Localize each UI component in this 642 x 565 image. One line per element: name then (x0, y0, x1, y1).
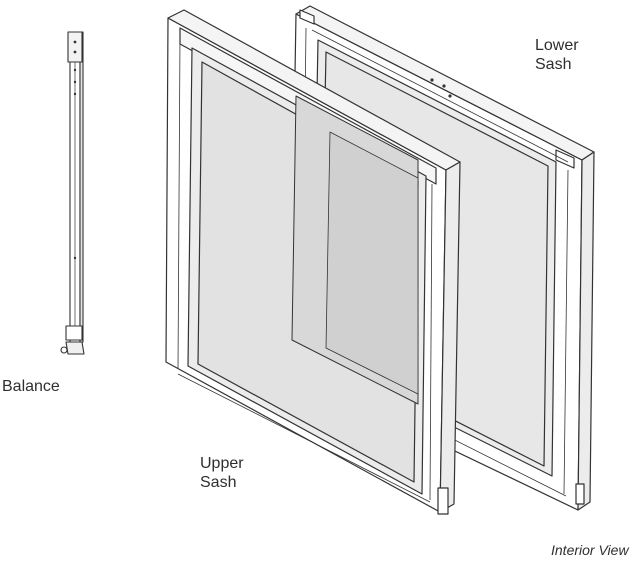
lower-sash-clip (575, 483, 585, 505)
lower-sash-label: Lower Sash (535, 36, 579, 74)
upper-sash-label-line-1: Upper (200, 455, 244, 472)
upper-sash-clip (437, 487, 449, 515)
upper-sash-right-edge (439, 161, 461, 513)
lower-sash-label-line-2: Sash (535, 56, 572, 73)
balance-hole-1 (73, 40, 77, 44)
balance-hole-2 (73, 50, 77, 54)
balance-hole-5 (73, 92, 77, 96)
balance-top-cap (67, 31, 83, 63)
lower-sash-label-line-1: Lower (535, 37, 579, 54)
lower-sash-top-left-notch (299, 9, 315, 25)
balance-pivot (60, 346, 68, 354)
balance (60, 31, 85, 355)
balance-shoe (65, 325, 83, 341)
lower-sash-right-edge (577, 151, 595, 511)
lower-sash-hole-3 (448, 94, 452, 98)
balance-label: Balance (2, 378, 60, 395)
lower-sash-hole-1 (430, 78, 434, 82)
balance-hole-4 (73, 80, 77, 84)
upper-sash-stile-line-right (429, 183, 433, 501)
lower-sash-top-right-notch (555, 149, 575, 169)
lower-sash-stile-line-right (563, 169, 569, 495)
upper-sash-bottom-rail-line (177, 373, 431, 503)
upper-sash-label-line-2: Sash (200, 474, 237, 491)
lower-sash-hole-2 (442, 84, 446, 88)
lower-sash-rail-line-top (311, 29, 569, 163)
view-label: Interior View (551, 542, 629, 558)
balance-side (79, 31, 84, 343)
balance-cam (65, 341, 85, 355)
upper-sash-stile-line-left (177, 35, 181, 369)
upper-sash (165, 9, 461, 515)
balance-hole-6 (73, 256, 77, 260)
lower-sash-visible-through-inner (325, 131, 419, 395)
upper-sash-label: Upper Sash (200, 454, 244, 492)
balance-hole-3 (73, 68, 77, 72)
